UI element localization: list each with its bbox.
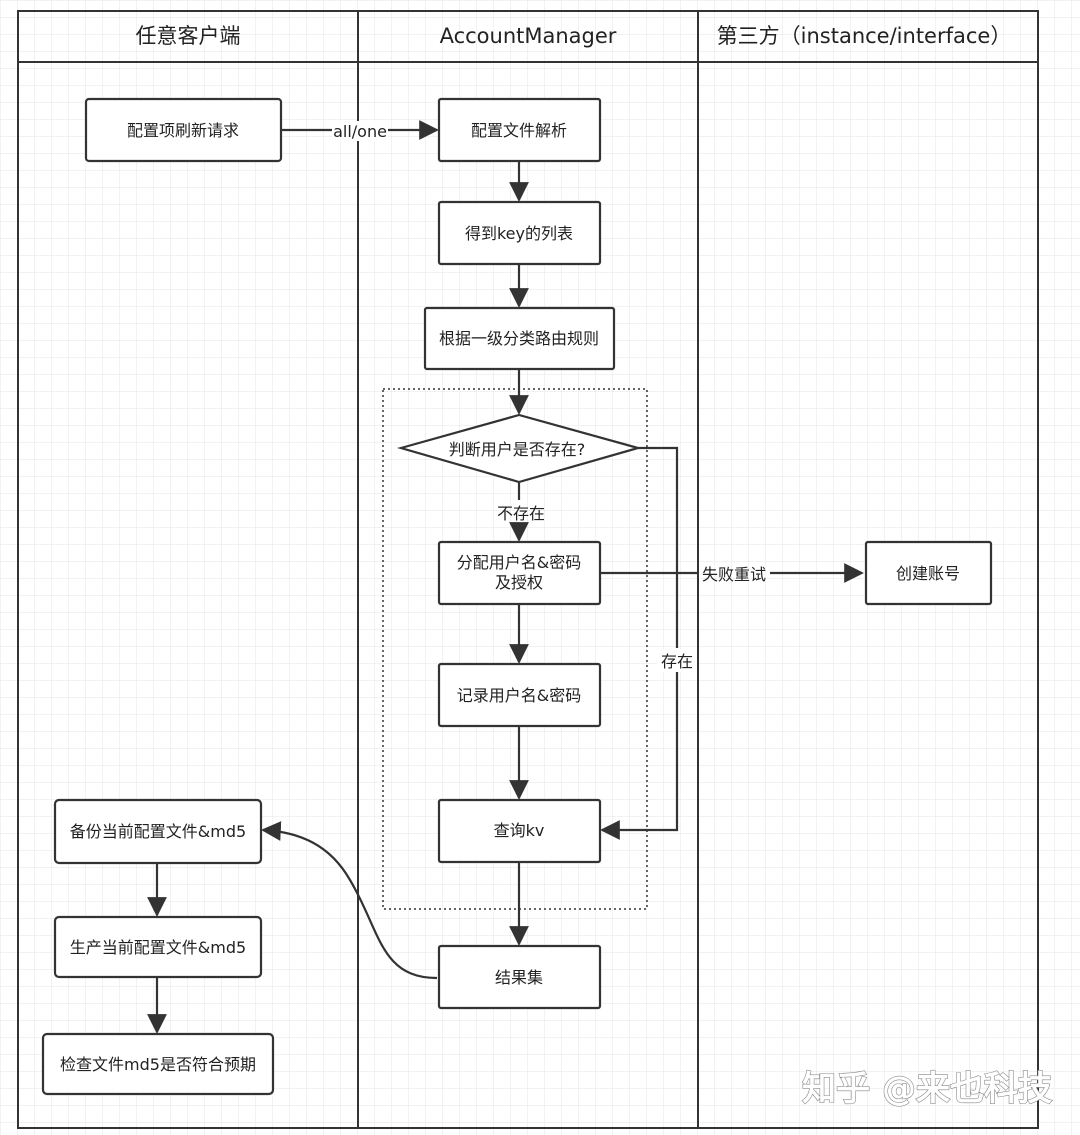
node-label-record: 记录用户名&密码 [457,686,581,705]
node-refresh-request[interactable] [84,97,283,163]
node-parse-config[interactable] [437,97,602,163]
node-judge-user[interactable] [396,413,643,484]
node-label-route: 根据一级分类路由规则 [439,329,599,348]
node-label-check: 检查文件md5是否符合预期 [60,1055,256,1074]
edge-label-fail-retry: 失败重试 [702,565,766,584]
node-label-parse: 配置文件解析 [471,121,567,140]
connectors [147,120,864,1034]
edge-judge-exist-upper [638,446,679,648]
lane-header-client: 任意客户端 [136,24,241,48]
node-produce-config[interactable] [53,915,263,979]
node-route-rule[interactable] [423,306,616,371]
node-key-list[interactable] [437,200,602,266]
node-label-backup: 备份当前配置文件&md5 [70,822,246,841]
edge-label-bg-exist [657,650,697,672]
edge-label-not-exist: 不存在 [497,504,545,523]
edge-judge-exist-lower [600,672,679,840]
node-create-account[interactable] [864,540,993,606]
node-label-query: 查询kv [494,821,545,840]
lane-header-third-party: 第三方（instance/interface） [717,24,1012,48]
node-label-alloc-line1: 分配用户名&密码 [457,553,581,572]
edge-result-to-backup [261,821,438,980]
node-query-kv[interactable] [437,798,602,864]
edge-label-all-one: all/one [333,122,387,141]
node-alloc-account[interactable] [437,540,602,606]
node-label-refresh: 配置项刷新请求 [127,121,239,140]
lane-header-manager: AccountManager [440,24,617,48]
node-check-md5[interactable] [41,1032,275,1096]
node-label-produce: 生产当前配置文件&md5 [70,938,246,957]
edge-label-bg-all-one [332,121,388,141]
nodes [41,97,993,1096]
edge-label-exist: 存在 [661,652,693,671]
node-label-judge: 判断用户是否存在? [449,440,586,459]
node-record-account[interactable] [437,662,602,728]
node-result-set[interactable] [437,944,602,1010]
watermark: 知乎 @来也科技 [802,1069,1052,1109]
judge-group-boundary [382,388,648,910]
swimlane-frame [17,10,1039,1129]
node-label-alloc-line2: 及授权 [495,573,543,592]
node-label-keylist: 得到key的列表 [465,224,573,243]
node-label-result: 结果集 [495,968,543,987]
node-backup-config[interactable] [53,798,263,865]
node-label-create: 创建账号 [896,564,960,583]
